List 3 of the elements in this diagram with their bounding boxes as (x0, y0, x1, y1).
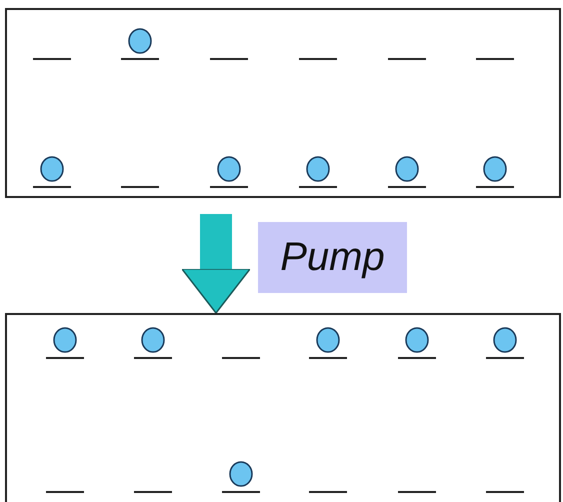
state-panel (5, 8, 561, 198)
state-panel (5, 313, 561, 502)
edge-label: Pump (258, 222, 407, 293)
